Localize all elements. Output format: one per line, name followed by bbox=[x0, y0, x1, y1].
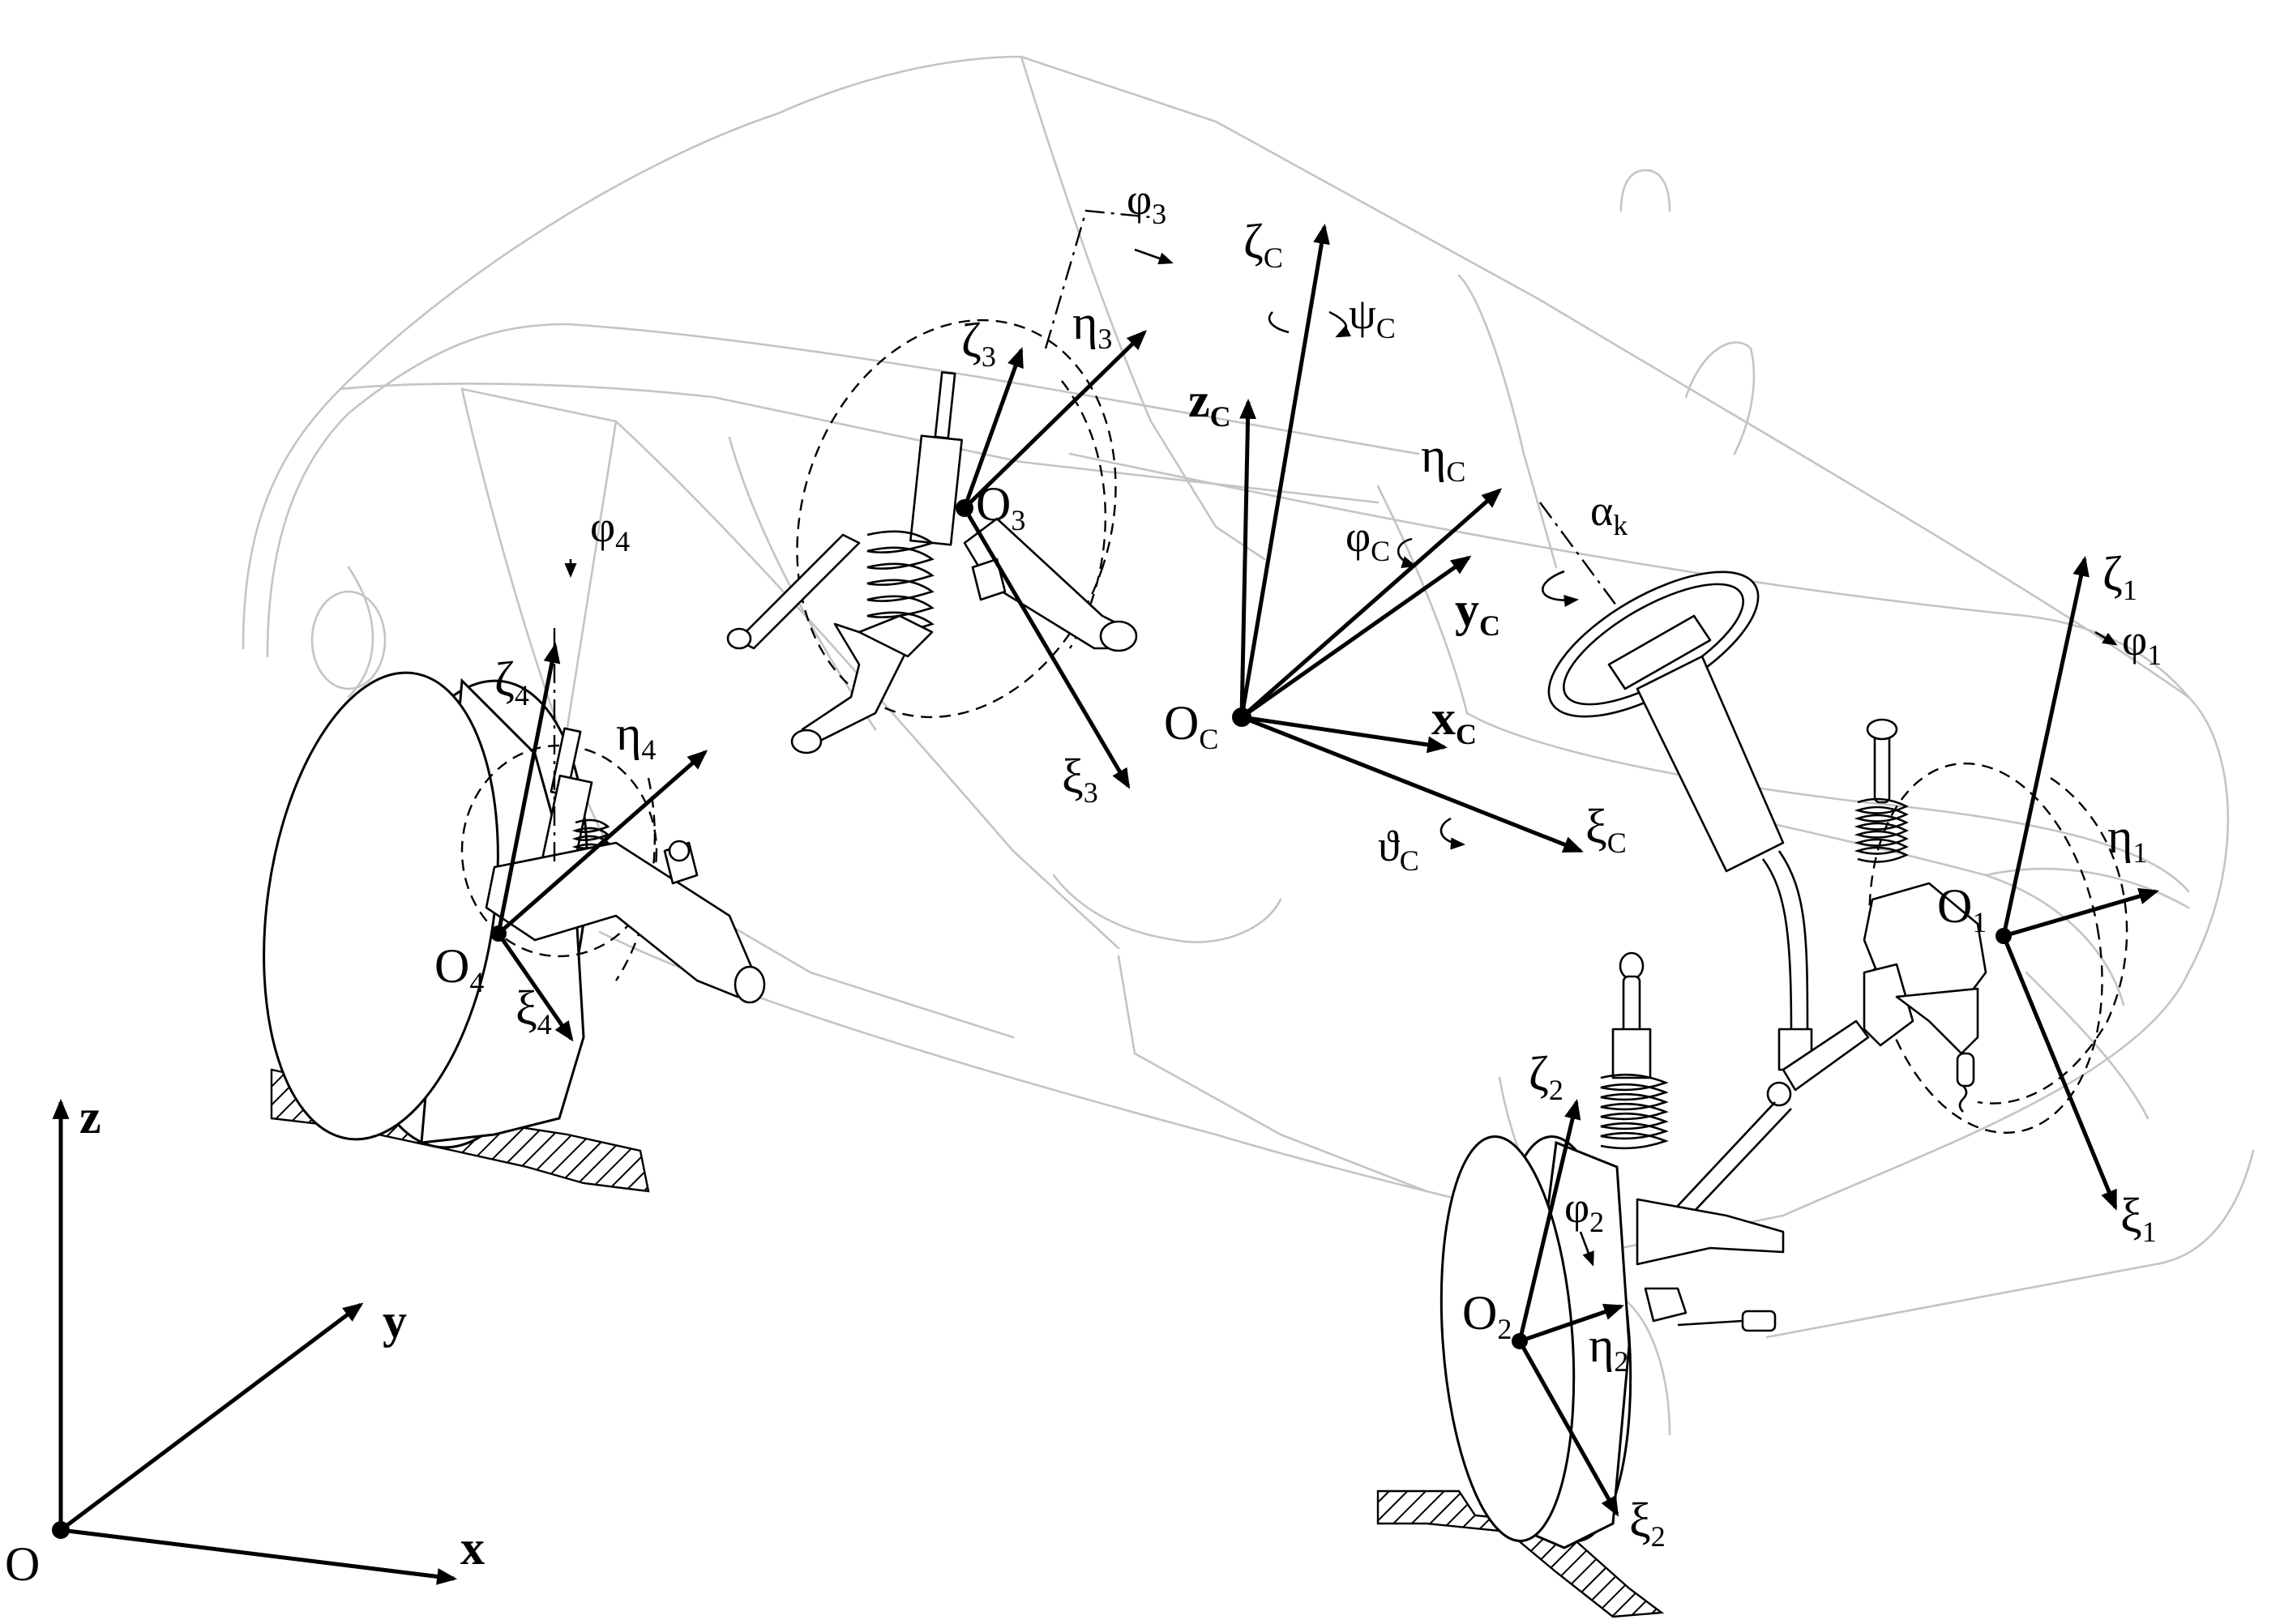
suspension-3 bbox=[726, 371, 1138, 754]
theta-c-rotation-arrow bbox=[1439, 817, 1466, 850]
steering-system: αk bbox=[1539, 486, 1870, 1242]
eta-c-axis bbox=[1240, 488, 1503, 719]
xi-c-label: ξC bbox=[1585, 800, 1627, 859]
global-origin-point bbox=[52, 1521, 70, 1539]
xi-4-axis bbox=[496, 932, 574, 1042]
global-y-label: y bbox=[383, 1294, 407, 1348]
eta-2-label: η2 bbox=[1589, 1318, 1628, 1378]
phi-c-label: φC bbox=[1345, 512, 1390, 567]
wheel-4-assembly: O4 ζ4 η4 ξ4 φ4 bbox=[263, 502, 766, 1193]
zeta-3-axis bbox=[962, 347, 1024, 509]
alpha-k-rotation-arrow bbox=[1542, 570, 1580, 608]
steering-axis-line bbox=[1539, 502, 1691, 706]
wheel-4-tire-front bbox=[263, 671, 499, 1141]
zeta-c-label: ζC bbox=[1243, 215, 1283, 274]
wheel-3-outline-dashed bbox=[796, 318, 1117, 719]
zeta-2-label: ζ2 bbox=[1529, 1047, 1563, 1106]
eta-1-axis bbox=[2003, 887, 2159, 938]
phi-3-label: φ3 bbox=[1127, 175, 1166, 230]
wheel-2-tire-front bbox=[1439, 1135, 1576, 1542]
zeta-4-axis bbox=[496, 642, 561, 934]
suspension-2 bbox=[1600, 951, 1785, 1332]
xi-3-label: ξ3 bbox=[1062, 750, 1098, 809]
global-z-label: z bbox=[79, 1090, 101, 1143]
zeta-1-label: ζ1 bbox=[2102, 547, 2137, 606]
zeta-2-axis bbox=[1517, 1098, 1581, 1342]
global-y-axis bbox=[59, 1302, 364, 1532]
suspension-1 bbox=[1854, 718, 1987, 1113]
xi-3-axis bbox=[962, 506, 1131, 789]
zeta-1-axis bbox=[2001, 555, 2090, 937]
y-c-axis bbox=[1240, 555, 1472, 720]
eta-3-axis bbox=[963, 330, 1147, 510]
wheel-3-assembly: O3 ζ3 η3 ξ3 φ3 bbox=[726, 175, 1174, 809]
alpha-k-label: αk bbox=[1590, 486, 1628, 541]
y-c-label: yC bbox=[1455, 583, 1500, 642]
wheel-1-origin-label: O1 bbox=[1937, 879, 1987, 938]
global-x-axis bbox=[60, 1528, 458, 1585]
xi-4-label: ξ4 bbox=[515, 981, 552, 1041]
zeta-3-label: ζ3 bbox=[961, 314, 996, 373]
body-origin-label: OC bbox=[1164, 696, 1218, 755]
global-origin-label: O bbox=[5, 1537, 40, 1591]
eta-4-label: η4 bbox=[616, 707, 656, 766]
wheel-1-outline-dashed bbox=[1868, 762, 2103, 1135]
phi-4-label: φ4 bbox=[590, 502, 630, 558]
xi-2-label: ξ2 bbox=[1629, 1494, 1666, 1553]
eta-c-label: ηC bbox=[1421, 429, 1465, 488]
x-c-axis bbox=[1241, 715, 1448, 754]
zeta-c-axis bbox=[1239, 223, 1330, 718]
xi-2-axis bbox=[1517, 1340, 1619, 1517]
global-x-label: x bbox=[460, 1521, 485, 1575]
wheel-3-origin bbox=[956, 499, 973, 517]
wheel-2-assembly: O2 ζ2 η2 ξ2 φ2 bbox=[1376, 951, 1785, 1618]
eta-3-label: η3 bbox=[1072, 296, 1112, 355]
wheel-1-origin bbox=[1996, 928, 2012, 944]
zeta-4-label: ζ4 bbox=[494, 652, 529, 712]
eta-2-axis bbox=[1519, 1303, 1624, 1344]
z-c-label: zC bbox=[1188, 374, 1231, 433]
wheel-4-origin-label: O4 bbox=[434, 939, 484, 998]
steering-column bbox=[1636, 655, 1785, 873]
wheel-4-rim-dashed bbox=[615, 777, 656, 981]
psi-c-label: ψC bbox=[1349, 289, 1396, 344]
wheel-4-origin bbox=[490, 925, 507, 942]
wheel-1-rim-dashed bbox=[1977, 777, 2128, 1105]
phi-2-label: φ2 bbox=[1564, 1183, 1604, 1238]
theta-c-label: ϑC bbox=[1378, 822, 1419, 877]
xi-1-axis bbox=[2001, 935, 2118, 1211]
wheel-2-origin bbox=[1512, 1333, 1528, 1349]
global-frame: O z y x bbox=[5, 1090, 485, 1591]
steering-hub bbox=[1607, 614, 1712, 690]
x-c-label: xC bbox=[1431, 691, 1477, 750]
xi-1-label: ξ1 bbox=[2120, 1189, 2157, 1248]
psi-c-rotation-arrow bbox=[1268, 310, 1346, 336]
body-frame: OC zC ζC ηC yC xC ξC ψC φC ϑC bbox=[1164, 215, 1627, 877]
wheel-2-origin-label: O2 bbox=[1462, 1286, 1512, 1345]
wheel-3-origin-label: O3 bbox=[976, 477, 1025, 536]
ground-patch-2 bbox=[1376, 1489, 1665, 1618]
phi-1-label: φ1 bbox=[2122, 616, 2162, 671]
eta-1-label: η1 bbox=[2107, 810, 2147, 869]
wheel-3-axis-line bbox=[1044, 209, 1152, 349]
wheel-1-assembly: O1 ζ1 η1 ξ1 φ1 bbox=[1854, 547, 2162, 1248]
wheel-4-hub-dashed bbox=[460, 744, 658, 958]
xi-c-axis bbox=[1241, 715, 1584, 853]
eta-4-axis bbox=[497, 750, 708, 935]
body-origin bbox=[1232, 707, 1251, 727]
phi-c-rotation-arrow bbox=[1397, 537, 1417, 568]
z-c-axis bbox=[1239, 398, 1256, 718]
